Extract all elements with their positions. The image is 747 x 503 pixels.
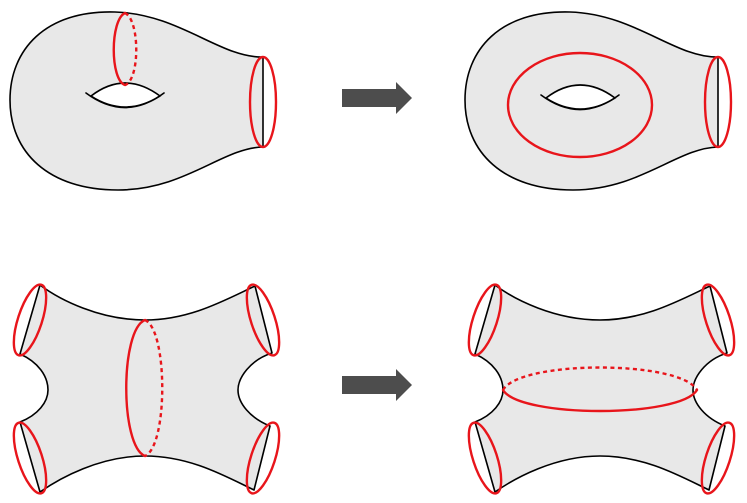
separating-curve-back [144, 318, 164, 458]
separating-curve-front [501, 388, 699, 413]
boundary-bottom-left [12, 421, 48, 495]
longitude-curve [506, 51, 654, 159]
arrow-right-icon [342, 82, 412, 114]
meridian-back [124, 11, 138, 87]
boundary-bottom-left [467, 421, 503, 495]
top-right-torus [464, 11, 733, 191]
bottom-right-sphere [467, 283, 736, 495]
boundary-circle [703, 55, 733, 149]
top-left-torus [9, 11, 278, 191]
boundary-top-right [245, 283, 281, 357]
meridian-front [112, 11, 127, 87]
bottom-arrow [342, 369, 412, 401]
boundary-top-left [12, 283, 48, 357]
top-arrow [342, 82, 412, 114]
separating-curve-back [501, 366, 699, 391]
boundary-circle [248, 55, 278, 149]
boundary-bottom-right [700, 421, 736, 495]
boundary-top-left [467, 283, 503, 357]
separating-curve-front [125, 318, 147, 458]
boundary-top-right [700, 283, 736, 357]
arrow-right-icon [342, 369, 412, 401]
sphere-surface [19, 284, 273, 493]
hole-lower-rim [540, 94, 620, 111]
hole-lower-rim [85, 92, 165, 109]
bottom-left-sphere [12, 283, 281, 495]
boundary-bottom-right [245, 421, 281, 495]
sphere-surface [474, 284, 728, 493]
